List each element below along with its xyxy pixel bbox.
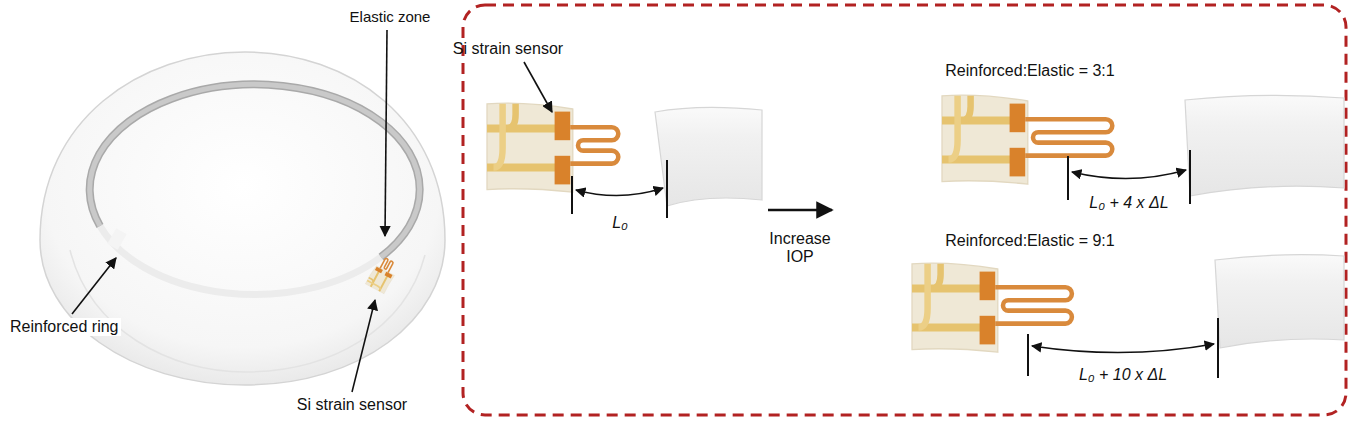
dimension-label: L₀ + 4 x ΔL [1089, 194, 1168, 212]
process-label: Increase IOP [764, 230, 836, 267]
dimension-label: L₀ [612, 214, 628, 232]
part-label: Si strain sensor [453, 40, 563, 58]
part-label: Reinforced ring [8, 318, 121, 336]
part-label: Si strain sensor [297, 396, 407, 414]
ratio-label: Reinforced:Elastic = 9:1 [945, 232, 1114, 250]
part-label: Elastic zone [350, 8, 431, 25]
dimension-label: L₀ + 10 x ΔL [1079, 366, 1167, 384]
ratio-label: Reinforced:Elastic = 3:1 [945, 62, 1114, 80]
